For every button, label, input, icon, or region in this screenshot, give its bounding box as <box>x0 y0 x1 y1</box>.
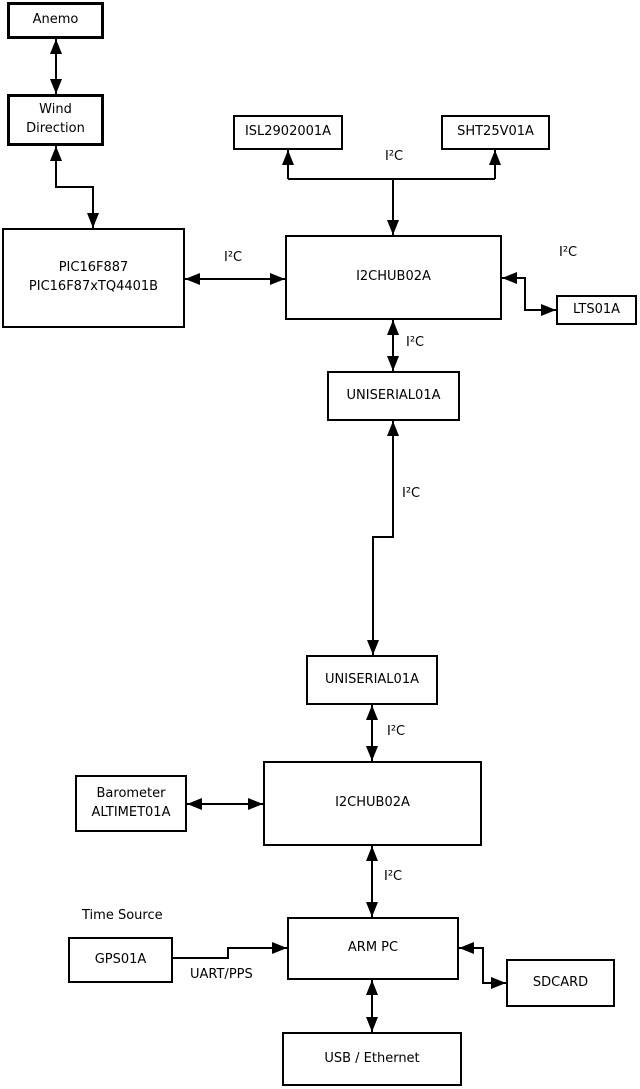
node-arm-pc: ARM PC <box>287 917 459 980</box>
edge-armpc-sdcard <box>459 942 506 989</box>
node-gps01a: GPS01A <box>68 937 173 983</box>
label-i2c-pic-hub: I²C <box>224 250 243 265</box>
edge-uniserial-top-uniserial-bottom <box>367 421 399 655</box>
node-sht25v01a: SHT25V01A <box>441 115 550 150</box>
label-i2c-uniserial-hub2: I²C <box>387 724 406 739</box>
node-anemo: Anemo <box>7 2 104 39</box>
edge-gps-armpc <box>173 942 287 959</box>
label-time-source: Time Source <box>82 908 163 923</box>
node-i2chub02a-bottom: I2CHUB02A <box>263 761 482 846</box>
label-i2c-hub-lts: I²C <box>559 245 578 260</box>
node-uniserial01a-bottom: UNISERIAL01A <box>306 655 438 705</box>
node-wind-direction: Wind Direction <box>7 94 104 146</box>
node-isl2902001a: ISL2902001A <box>233 115 343 150</box>
node-i2chub02a-top: I2CHUB02A <box>285 235 502 320</box>
node-lts01a: LTS01A <box>556 295 637 325</box>
label-i2c-uniserial-link: I²C <box>402 486 421 501</box>
label-i2c-hub2-armpc: I²C <box>384 869 403 884</box>
label-i2c-hub-uniserial: I²C <box>406 335 425 350</box>
node-pic16f887: PIC16F887 PIC16F87xTQ4401B <box>2 228 185 328</box>
edge-i2chub-top-lts <box>502 272 556 316</box>
label-i2c-bus: I²C <box>385 149 404 164</box>
label-uart-pps: UART/PPS <box>190 967 253 982</box>
node-uniserial01a-top: UNISERIAL01A <box>327 371 460 421</box>
edge-winddirection-pic <box>50 146 99 228</box>
node-barometer-altimet01a: Barometer ALTIMET01A <box>75 775 187 832</box>
node-sdcard: SDCARD <box>506 959 615 1007</box>
node-usb-ethernet: USB / Ethernet <box>282 1032 462 1086</box>
